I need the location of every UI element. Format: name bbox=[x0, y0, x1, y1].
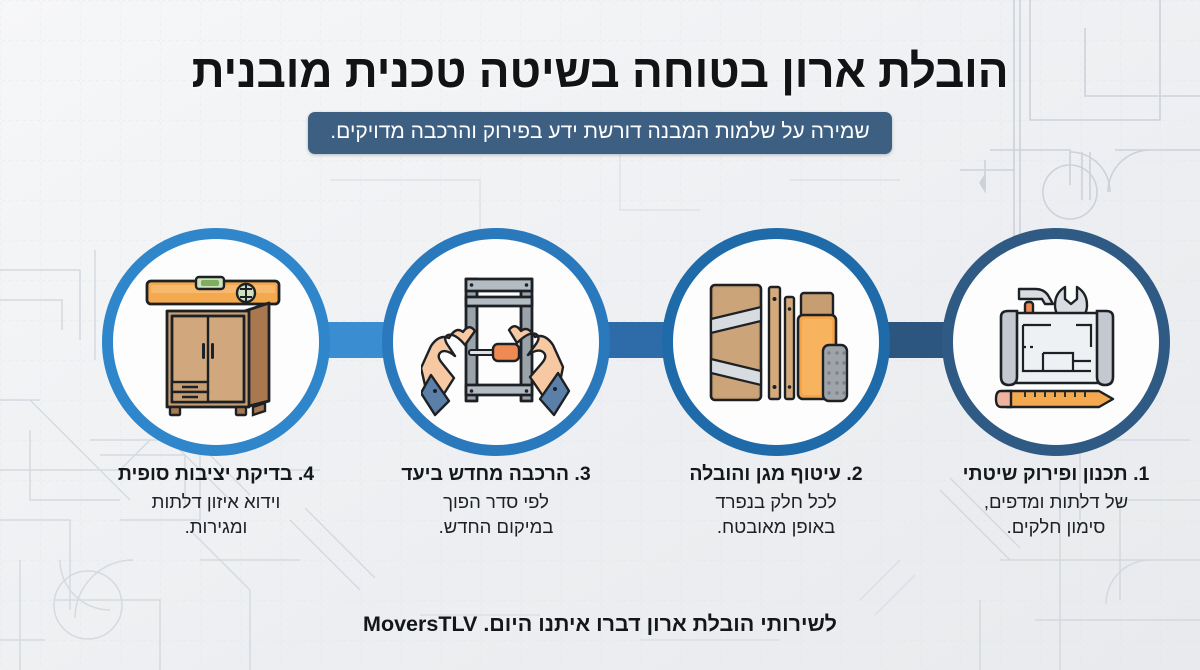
page-title: הובלת ארון בטוחה בשיטה טכנית מובנית bbox=[191, 45, 1009, 97]
step-node-4[interactable] bbox=[102, 228, 330, 456]
caption-body-2-line2: באופן מאובטח. bbox=[716, 515, 836, 537]
caption-step-1: 1. תכנון ופירוק שיטתי של דלתות ומדפים, ס… bbox=[921, 462, 1191, 539]
caption-body-3-line1: לפי סדר הפוך bbox=[443, 490, 549, 512]
step-node-1[interactable] bbox=[942, 228, 1170, 456]
caption-body-2-line1: לכל חלק בנפרד bbox=[715, 490, 837, 512]
caption-body-4-line1: וידוא איזון דלתות bbox=[151, 490, 281, 512]
caption-body-1-line1: של דלתות ומדפים, bbox=[983, 490, 1129, 512]
subtitle-banner-wrap: שמירה על שלמות המבנה דורשת ידע בפירוק וה… bbox=[0, 111, 1200, 154]
subtitle-banner: שמירה על שלמות המבנה דורשת ידע בפירוק וה… bbox=[308, 111, 892, 154]
caption-title-1: 1. תכנון ופירוק שיטתי bbox=[962, 463, 1150, 485]
caption-title-4: 4. בדיקת יציבות סופית bbox=[117, 463, 315, 485]
wrapped-panels-icon bbox=[709, 283, 849, 403]
caption-step-3: 3. הרכבה מחדש ביעד לפי סדר הפוך במיקום ה… bbox=[361, 462, 631, 539]
caption-body-3-line2: במיקום החדש. bbox=[438, 515, 554, 537]
hands-assembly-icon bbox=[421, 277, 571, 417]
step-node-2[interactable] bbox=[662, 228, 890, 456]
caption-step-2: 2. עיטוף מגן והובלה לכל חלק בנפרד באופן … bbox=[641, 462, 911, 539]
footer-text: לשירותי הובלת ארון דברו איתנו היום. bbox=[483, 612, 837, 636]
step-captions: 1. תכנון ופירוק שיטתי של דלתות ומדפים, ס… bbox=[0, 462, 1200, 582]
caption-step-4: 4. בדיקת יציבות סופית וידוא איזון דלתות … bbox=[81, 462, 351, 539]
footer-brand: MoversTLV bbox=[363, 612, 478, 636]
caption-body-1-line2: סימון חלקים. bbox=[1006, 515, 1106, 537]
caption-title-2: 2. עיטוף מגן והובלה bbox=[689, 463, 863, 485]
footer-cta: לשירותי הובלת ארון דברו איתנו היום. Move… bbox=[0, 612, 1200, 637]
caption-title-3: 3. הרכבה מחדש ביעד bbox=[401, 463, 591, 485]
blueprint-tools-icon bbox=[994, 285, 1115, 409]
wardrobe-level-icon bbox=[145, 275, 281, 417]
header: הובלת ארון בטוחה בשיטה טכנית מובנית שמיר… bbox=[0, 0, 1200, 154]
step-node-3[interactable] bbox=[382, 228, 610, 456]
process-flow bbox=[0, 228, 1200, 460]
caption-body-4-line2: ומגירות. bbox=[184, 515, 248, 537]
